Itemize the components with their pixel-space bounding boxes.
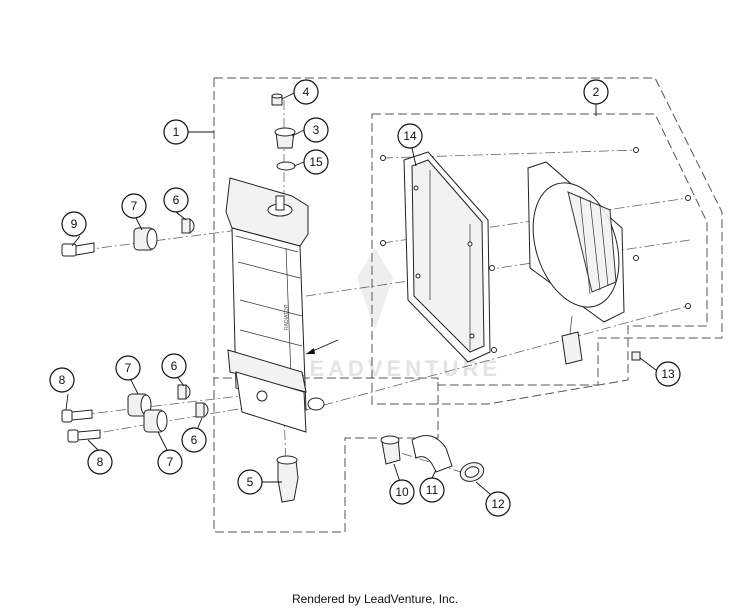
- watermark-text: LEADVENTURE: [292, 356, 501, 381]
- bushing-upper: [181, 218, 195, 234]
- callout-7-lower-label: 7: [167, 455, 174, 469]
- group-boundary-2: [371, 113, 708, 405]
- bolt-8-upper: [61, 409, 93, 423]
- callout-14: 14: [397, 123, 423, 149]
- callout-9-label: 9: [71, 217, 78, 231]
- o-ring: [276, 161, 296, 171]
- callout-7-upper-label: 7: [131, 199, 138, 213]
- callout-8-lower-label: 8: [97, 455, 104, 469]
- callout-6-upper: 6: [163, 187, 189, 213]
- bolt-9: [61, 242, 95, 257]
- callout-9: 9: [61, 211, 87, 237]
- callout-7-middle-label: 7: [125, 361, 132, 375]
- callout-6-upper-label: 6: [173, 193, 180, 207]
- callout-5-label: 5: [247, 475, 254, 489]
- pointer-arrow-head: [306, 348, 315, 354]
- callout-2: 2: [583, 79, 609, 105]
- radiator-cap: [274, 127, 296, 149]
- callout-6-middle: 6: [161, 353, 187, 379]
- callout-10: 10: [389, 479, 415, 505]
- callout-6-middle-label: 6: [171, 359, 178, 373]
- render-credit: Rendered by LeadVenture, Inc.: [291, 592, 459, 606]
- hose-fitting: [276, 455, 299, 503]
- callout-5: 5: [237, 469, 263, 495]
- bushing-lower-2: [195, 402, 209, 418]
- callout-8-upper-label: 8: [59, 373, 66, 387]
- svg-text:RADIATOR: RADIATOR: [284, 304, 290, 330]
- radiator: RADIATOR: [225, 177, 325, 433]
- connector: [631, 351, 641, 361]
- callout-7-lower: 7: [157, 449, 183, 475]
- callout-3-label: 3: [313, 123, 320, 137]
- callout-1: 1: [163, 119, 189, 145]
- cooling-fan: [527, 147, 691, 365]
- callout-10-label: 10: [395, 485, 409, 499]
- callout-7-middle: 7: [115, 355, 141, 381]
- callout-12-label: 12: [491, 497, 505, 511]
- bolt-8-lower: [67, 429, 101, 443]
- callout-8-upper: 8: [49, 367, 75, 393]
- callout-8-lower: 8: [87, 449, 113, 475]
- coolant-hose: [411, 435, 453, 473]
- fan-shroud: [380, 151, 497, 363]
- callout-1-label: 1: [173, 125, 180, 139]
- leadventure-watermark: LEADVENTURE: [292, 248, 501, 381]
- group-boundary-1: [213, 77, 723, 533]
- callout-6-lower-label: 6: [191, 433, 198, 447]
- hose-clamp-10: [380, 435, 401, 465]
- callout-4-label: 4: [303, 85, 310, 99]
- callout-6-lower: 6: [181, 427, 207, 453]
- callout-2-label: 2: [593, 85, 600, 99]
- callout-4: 4: [293, 79, 319, 105]
- callout-15: 15: [303, 149, 329, 175]
- callout-11-label: 11: [426, 483, 439, 497]
- callout-12: 12: [485, 491, 511, 517]
- grommet-upper: [133, 227, 158, 251]
- callout-13: 13: [655, 361, 681, 387]
- callout-14-label: 14: [403, 129, 417, 143]
- callout-3: 3: [303, 117, 329, 143]
- callout-13-label: 13: [661, 367, 675, 381]
- callout-7-upper: 7: [121, 193, 147, 219]
- callout-11: 11: [419, 477, 445, 503]
- hose-clamp-12: [459, 462, 485, 482]
- cap-bolt: [271, 93, 283, 106]
- bushing-lower-1: [177, 384, 191, 400]
- grommet-lower-2: [143, 409, 168, 433]
- callout-15-label: 15: [309, 155, 323, 169]
